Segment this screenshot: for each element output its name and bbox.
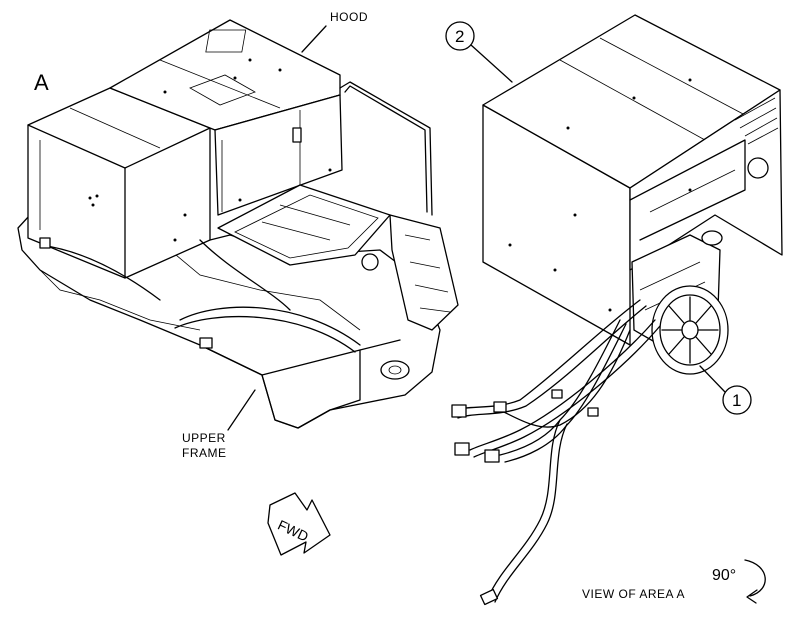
frame-lower-edge: [261, 349, 361, 429]
upper-frame-leader: [227, 389, 256, 431]
clamp-1: [551, 389, 563, 399]
view-of-area-label: VIEW OF AREA A: [582, 587, 685, 601]
hood-side-panel: [629, 89, 783, 271]
hose-2: [469, 319, 656, 451]
coupling-spokes: [661, 296, 719, 364]
left-machine-assembly: [17, 19, 459, 429]
fitting-1: [451, 404, 467, 418]
fitting-3: [484, 449, 500, 463]
hose-long-b: [494, 423, 568, 603]
fitting-4: [493, 401, 507, 413]
callout-2-number: 2: [455, 27, 464, 46]
radiator-stack: [389, 214, 459, 331]
frame-hose-2: [174, 315, 356, 353]
callout-1: 1: [699, 365, 752, 415]
handrail: [339, 81, 433, 216]
rotation-arrow-icon: [744, 559, 766, 597]
frame-hose-1: [179, 306, 361, 346]
callout-1-number: 1: [732, 391, 741, 410]
hose-4: [499, 329, 631, 428]
hose-1: [454, 299, 641, 411]
right-detail-assembly: [451, 14, 783, 606]
rotation-label: 90°: [712, 567, 736, 584]
clamp-2: [587, 407, 599, 417]
hood-leader: [301, 25, 327, 53]
hose-long: [487, 419, 561, 599]
upper-frame-label-line2: FRAME: [182, 446, 227, 460]
hose-1b: [457, 305, 647, 419]
view-letter-label: A: [34, 70, 49, 95]
upper-frame-label-line1: UPPER: [182, 431, 226, 445]
frame-side: [199, 339, 401, 376]
hose-3: [499, 319, 621, 456]
hood-label: HOOD: [330, 10, 368, 24]
fitting-2: [454, 442, 470, 456]
walkway-grating: [217, 184, 391, 266]
fwd-arrow: FWD: [267, 492, 331, 556]
callout-2: 2: [445, 21, 513, 83]
front-cabinet: [214, 94, 343, 216]
